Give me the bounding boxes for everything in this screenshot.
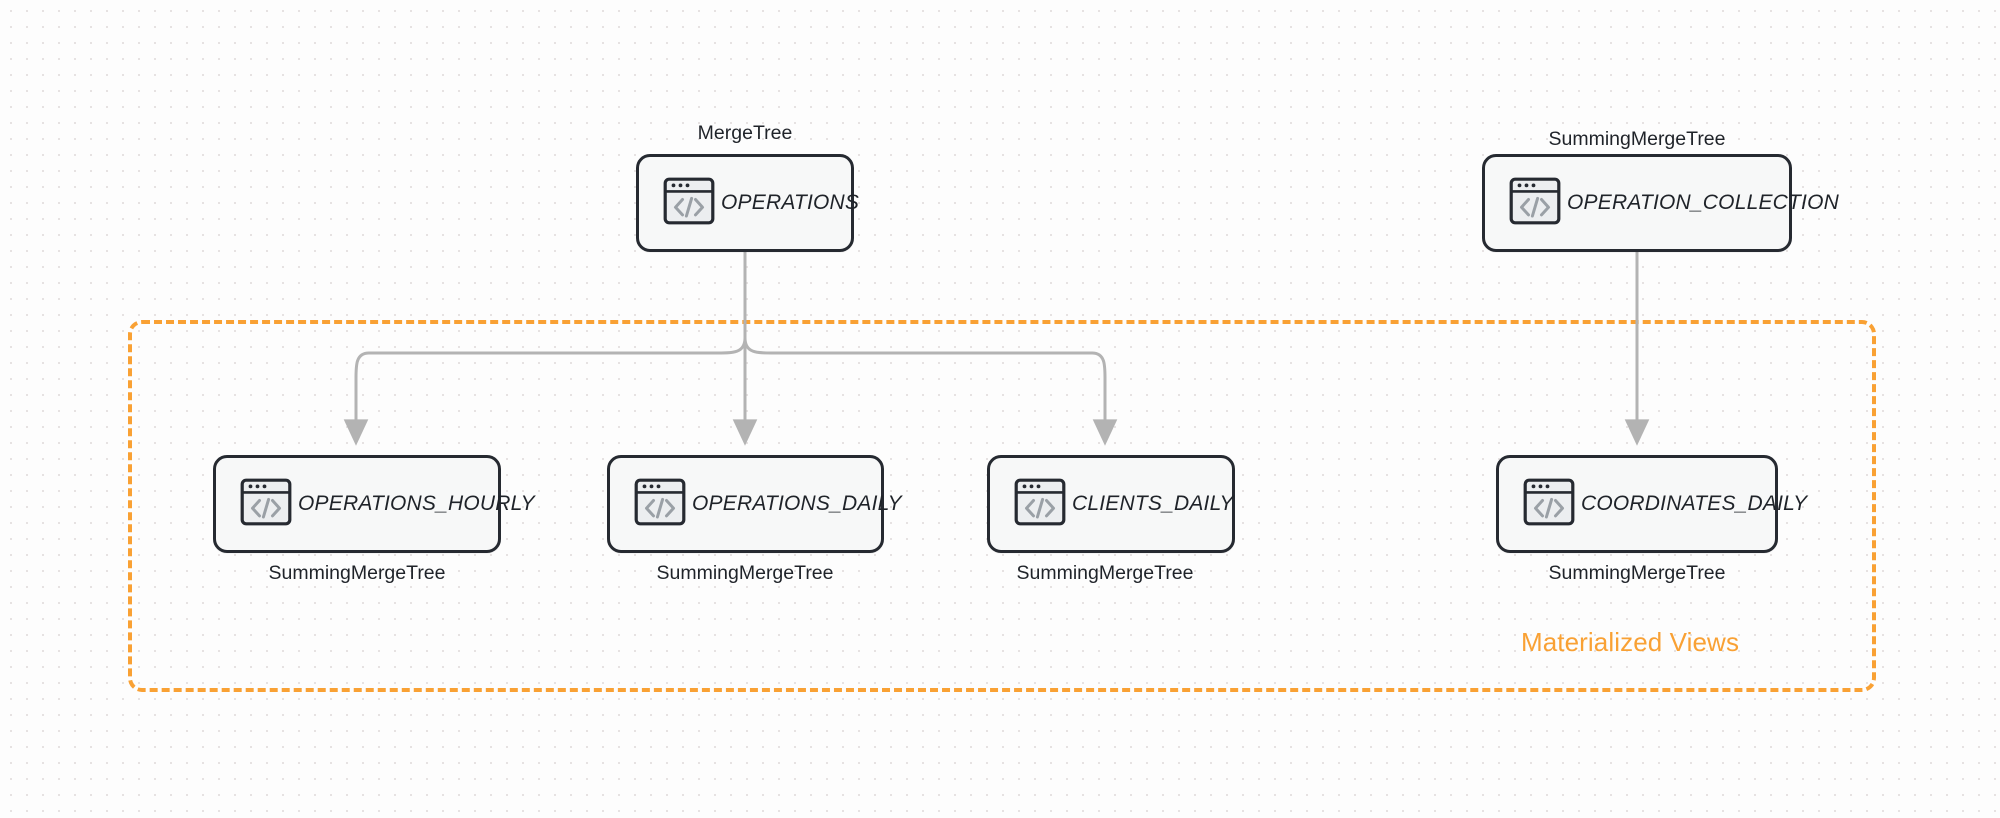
- code-window-icon: [1509, 177, 1561, 230]
- node-operations-daily[interactable]: OPERATIONS_DAILY: [607, 455, 902, 553]
- node-clients-daily[interactable]: CLIENTS_DAILY: [987, 455, 1235, 553]
- caption-operation-collection: SummingMergeTree: [1548, 128, 1726, 150]
- node-coordinates-daily-label: COORDINATES_DAILY: [1581, 492, 1808, 515]
- materialized-views-group-label: Materialized Views: [1520, 627, 1740, 657]
- node-coordinates-daily[interactable]: COORDINATES_DAILY: [1496, 455, 1807, 553]
- node-operations[interactable]: OPERATIONS: [636, 154, 859, 252]
- caption-operations-daily: SummingMergeTree: [656, 562, 834, 584]
- code-window-icon: [663, 177, 715, 230]
- node-operations-label: OPERATIONS: [721, 191, 860, 214]
- caption-coordinates-daily: SummingMergeTree: [1548, 562, 1726, 584]
- materialized-views-group: [128, 320, 1876, 692]
- code-window-icon: [1523, 478, 1575, 531]
- code-window-icon: [634, 478, 686, 531]
- node-operation-collection[interactable]: OPERATION_COLLECTION: [1482, 154, 1839, 252]
- node-clients-daily-label: CLIENTS_DAILY: [1072, 492, 1234, 515]
- node-operations-hourly-label: OPERATIONS_HOURLY: [298, 492, 535, 515]
- caption-operations: MergeTree: [697, 122, 793, 144]
- caption-operations-hourly: SummingMergeTree: [268, 562, 446, 584]
- node-operations-daily-label: OPERATIONS_DAILY: [692, 492, 902, 515]
- code-window-icon: [1014, 478, 1066, 531]
- node-operations-hourly[interactable]: OPERATIONS_HOURLY: [213, 455, 535, 553]
- code-window-icon: [240, 478, 292, 531]
- node-operation-collection-label: OPERATION_COLLECTION: [1567, 191, 1839, 214]
- caption-clients-daily: SummingMergeTree: [1016, 562, 1194, 584]
